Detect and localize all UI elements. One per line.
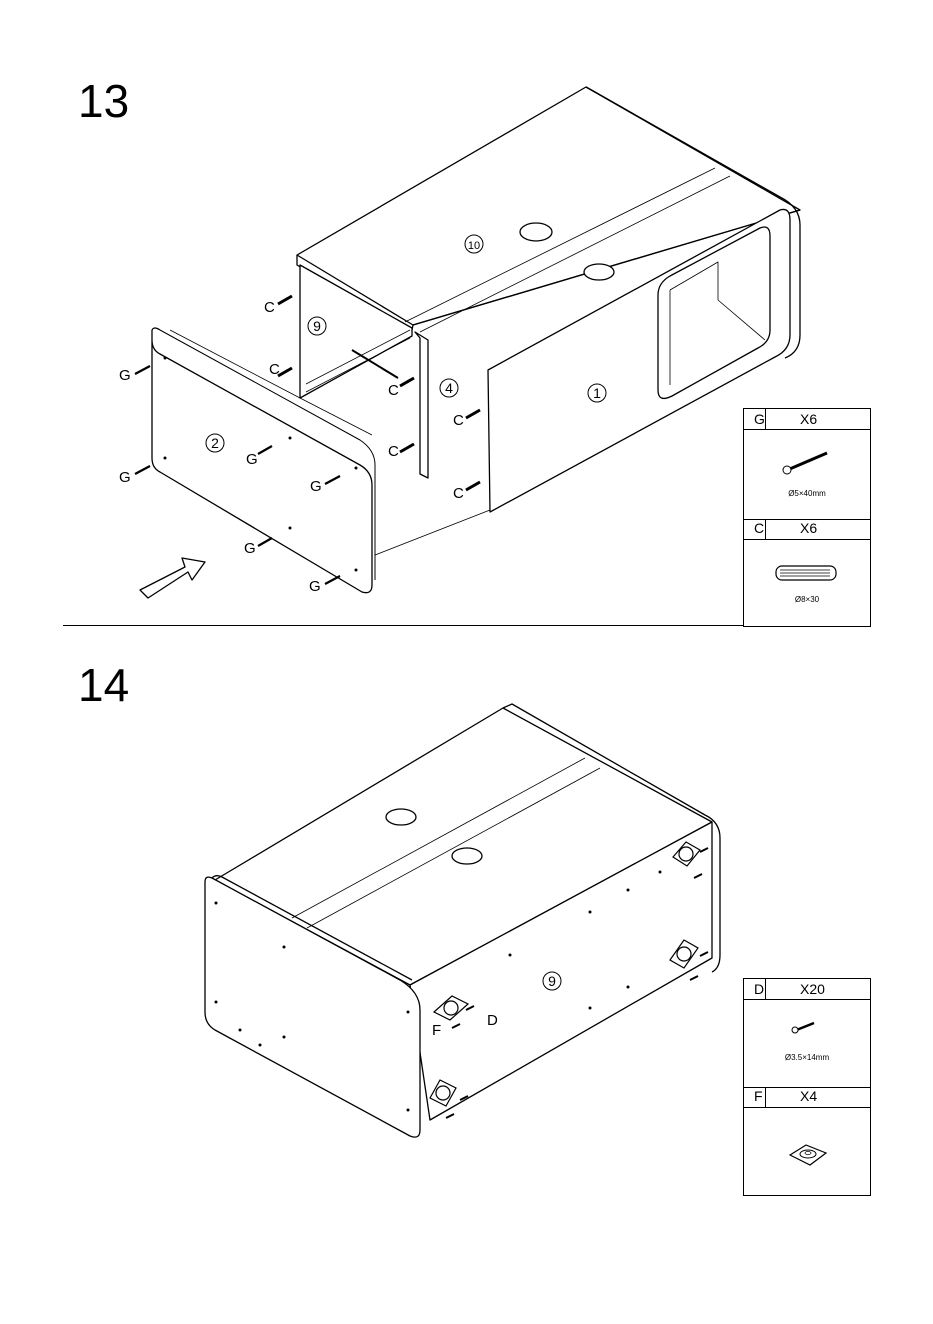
hw-qty-g: X6 [800,411,817,427]
label-c-5: C [453,412,464,429]
label-g-1: G [119,367,131,384]
foot-plate-icon [786,1139,830,1169]
cable-hole-2 [584,264,614,280]
label-panel-9-step14: 9 [548,973,556,989]
hw-qty-f: X4 [800,1088,817,1104]
label-panel-1: 1 [593,385,601,401]
cable-hole-1 [520,223,552,241]
label-panel-4: 4 [445,380,453,396]
label-c-1: C [264,299,275,316]
label-g-4: G [244,540,256,557]
label-g-2: G [119,469,131,486]
label-g-6: G [309,578,321,595]
insert-arrow [140,558,205,598]
hardware-box-step13: G X6 Ø5×40mm C X6 Ø8×30 [743,408,871,627]
dowel-icon [774,564,840,582]
hw-code-g: G [754,411,765,427]
label-panel-10: 10 [468,240,480,252]
hw-code-c: C [754,520,764,536]
hw-qty-c: X6 [800,520,817,536]
hw-spec-c: Ø8×30 [744,595,870,604]
label-panel-9: 9 [313,318,321,334]
hw-code-f: F [754,1088,763,1104]
panel-opening [658,227,770,398]
label-c-4: C [388,443,399,460]
label-c-2: C [269,361,280,378]
label-c-3: C [388,382,399,399]
hw-qty-d: X20 [800,981,825,997]
hw-code-d: D [754,981,764,997]
label-c-6: C [453,485,464,502]
label-f: F [432,1022,441,1039]
label-panel-2: 2 [211,435,219,451]
screw-icon [779,447,839,477]
hw-spec-g: Ø5×40mm [744,489,870,498]
label-g-5: G [310,478,322,495]
label-d: D [487,1012,498,1029]
label-g-3: G [246,451,258,468]
divider-panel-4 [415,332,428,478]
hw-spec-d: Ø3.5×14mm [744,1053,870,1062]
hardware-box-step14: D X20 Ø3.5×14mm F X4 [743,978,871,1196]
step-14-diagram [205,704,720,1137]
small-screw-icon [790,1019,820,1035]
